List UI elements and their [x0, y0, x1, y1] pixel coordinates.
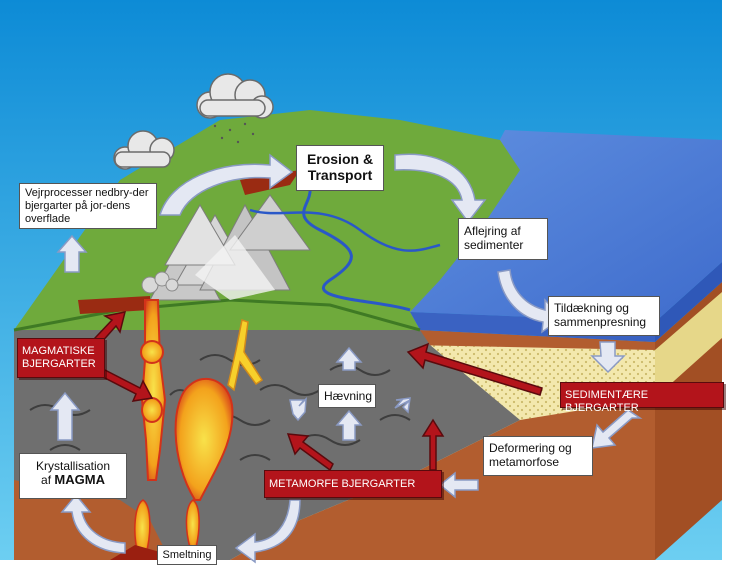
deformation-label: Deformering og metamorfose: [483, 436, 593, 476]
weathering-text: Vejrprocesser nedbry-der bjergarter på j…: [25, 187, 149, 225]
crystallisation-magma: MAGMA: [54, 472, 105, 487]
deposition-line2: sedimenter: [464, 238, 524, 252]
magma-dike: [227, 319, 264, 392]
river: [298, 168, 411, 312]
erosion-line1: Erosion &: [306, 151, 374, 167]
arrow-uplift-left: [289, 397, 307, 422]
melting-text: Smeltning: [162, 549, 212, 561]
cycle-arrows: [49, 153, 643, 564]
arrow-to-burial: [497, 269, 564, 334]
red-arrow-metamorphic: [286, 433, 334, 472]
arrow-erosion: [159, 153, 294, 216]
uplift-label: Hævning: [318, 384, 376, 408]
crystallisation-line1: Krystallisation: [35, 459, 111, 473]
crystallisation-label: Krystallisation af MAGMA: [19, 453, 127, 499]
right-margin: [722, 0, 729, 573]
red-arrow-sed-up: [421, 418, 445, 471]
magma-blob-a: [140, 340, 164, 364]
magmatic-line2: BJERGARTER: [22, 358, 96, 370]
lava-flow-left: [78, 296, 150, 314]
arrow-uplift-top: [335, 346, 363, 371]
magma-deep-2: [185, 499, 200, 549]
arrow-to-metamorphic: [438, 471, 479, 499]
weathering-label: Vejrprocesser nedbry-der bjergarter på j…: [19, 183, 157, 229]
volcano-smoke: [141, 271, 179, 294]
melting-label: Smeltning: [157, 545, 217, 565]
arrow-uplift-right: [394, 397, 411, 414]
arrow-crystallisation-up: [49, 391, 81, 441]
sedimentary-rocks-label: SEDIMENTÆRE BJERGARTER: [560, 382, 724, 414]
sedimentary-text: SEDIMENTÆRE BJERGARTER: [565, 389, 649, 414]
erosion-label: Erosion & Transport: [296, 145, 384, 191]
magmatic-rocks-label: MAGMATISKE BJERGARTER: [17, 338, 105, 378]
river-branch: [249, 208, 441, 252]
magmatic-line1: MAGMATISKE: [22, 345, 95, 357]
magma-chamber: [174, 377, 234, 501]
deformation-line1: Deformering og: [489, 441, 572, 455]
burial-line1: Tildækning og: [554, 301, 629, 315]
burial-line2: sammenpresning: [554, 315, 647, 329]
sea-side-face: [655, 262, 722, 342]
arrow-weathering-up: [56, 234, 88, 273]
deposition-label: Aflejring af sedimenter: [458, 218, 548, 260]
arrow-to-melting: [234, 499, 301, 564]
sediment-side: [655, 292, 722, 398]
deformation-line2: metamorfose: [489, 455, 560, 469]
cloud-large: [196, 73, 274, 119]
rain-drops: [213, 122, 255, 144]
arrow-to-sedimentary: [590, 341, 626, 374]
metamorphic-rocks-label: METAMORFE BJERGARTER: [264, 470, 442, 498]
bottom-margin: [0, 560, 729, 573]
arrow-uplift-bottom: [335, 409, 363, 441]
deposition-line1: Aflejring af: [464, 224, 521, 238]
magma-blob-b: [141, 397, 163, 423]
metamorphic-text: METAMORFE BJERGARTER: [269, 478, 416, 490]
red-arrow-sed-left: [406, 342, 543, 396]
cloud-small: [113, 130, 175, 170]
uplift-text: Hævning: [324, 389, 373, 403]
red-arrow-magmatic-down: [99, 369, 154, 402]
magma-deep-1: [134, 499, 151, 556]
burial-label: Tildækning og sammenpresning: [548, 296, 660, 336]
crystallisation-prefix: af: [41, 473, 52, 487]
red-arrows: [93, 311, 543, 472]
crystallisation-line2: af MAGMA: [25, 472, 121, 488]
erosion-line2: Transport: [307, 167, 373, 183]
